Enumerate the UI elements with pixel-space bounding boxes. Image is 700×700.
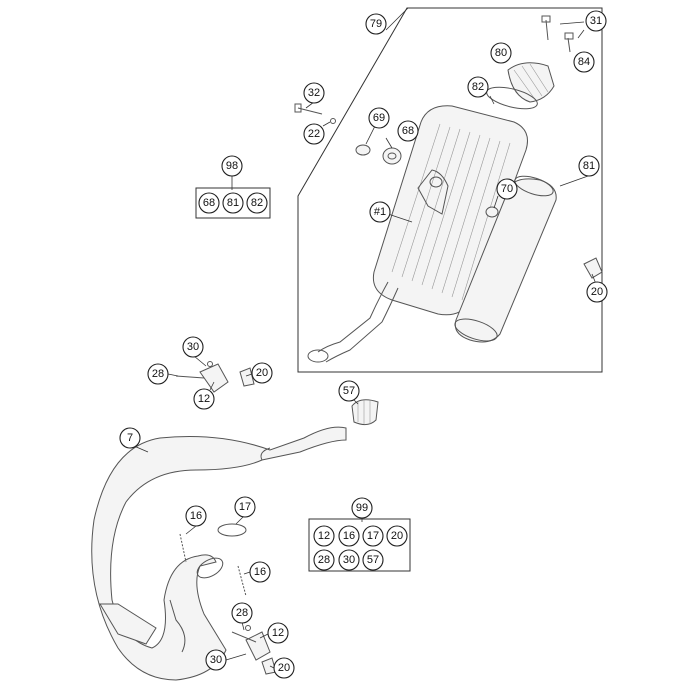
callout-68: 68: [397, 120, 419, 142]
svg-text:80: 80: [495, 47, 507, 59]
callout-98-item-82: 82: [246, 192, 268, 214]
svg-text:82: 82: [472, 81, 484, 93]
svg-text:12: 12: [198, 393, 210, 405]
svg-text:20: 20: [591, 286, 603, 298]
svg-text:28: 28: [318, 554, 330, 566]
svg-text:99: 99: [356, 502, 368, 514]
callout-99-item-30: 30: [338, 549, 360, 571]
callout-16-right: 16: [249, 561, 271, 583]
callout-12-lower: 12: [267, 622, 289, 644]
callout-22: 22: [303, 123, 325, 145]
callout-98-item-81: 81: [222, 192, 244, 214]
svg-text:#1: #1: [374, 206, 386, 218]
callout-30-upper: 30: [182, 336, 204, 358]
callout-99-item-28: 28: [313, 549, 335, 571]
svg-text:32: 32: [308, 87, 320, 99]
callout-17: 17: [234, 496, 256, 518]
spring-and-clamp-hardware: [179, 399, 379, 597]
svg-text:81: 81: [227, 197, 239, 209]
callout-32: 32: [303, 82, 325, 104]
callout-20-upper-right: 20: [586, 281, 608, 303]
callout-99: 99: [351, 497, 373, 519]
callout-99-item-57: 57: [362, 549, 384, 571]
svg-text:30: 30: [343, 554, 355, 566]
muffler-assembly-frame: [297, 7, 603, 373]
leader-lines: [133, 7, 597, 669]
svg-text:31: 31: [590, 15, 602, 27]
callout-84: 84: [573, 51, 595, 73]
callout-20-upper: 20: [251, 362, 273, 384]
kit-98-box: [195, 187, 271, 219]
callout-81: 81: [578, 155, 600, 177]
callout-80: 80: [490, 42, 512, 64]
svg-text:30: 30: [210, 654, 222, 666]
callout-69: 69: [368, 107, 390, 129]
callout-1: #1: [369, 201, 391, 223]
callout-98: 98: [221, 155, 243, 177]
svg-text:12: 12: [272, 627, 284, 639]
svg-text:79: 79: [370, 18, 382, 30]
svg-text:7: 7: [127, 432, 133, 444]
svg-text:22: 22: [308, 128, 320, 140]
svg-text:28: 28: [152, 368, 164, 380]
callout-28-upper: 28: [147, 363, 169, 385]
callout-99-item-20: 20: [386, 525, 408, 547]
svg-text:84: 84: [578, 56, 590, 68]
svg-text:68: 68: [402, 125, 414, 137]
callout-57: 57: [338, 380, 360, 402]
callout-99-item-17: 17: [362, 525, 384, 547]
svg-text:57: 57: [343, 385, 355, 397]
callout-98-item-68: 68: [198, 192, 220, 214]
silencer-body: [307, 105, 528, 363]
svg-text:81: 81: [583, 160, 595, 172]
kit-99-box: [308, 518, 411, 572]
svg-text:17: 17: [239, 501, 251, 513]
callout-30-lower: 30: [205, 649, 227, 671]
svg-text:16: 16: [190, 510, 202, 522]
svg-text:98: 98: [226, 160, 238, 172]
svg-text:12: 12: [318, 530, 330, 542]
bracket-upper: [175, 361, 255, 393]
callout-82: 82: [467, 76, 489, 98]
small-hardware-upper: [294, 103, 603, 279]
end-cap: [486, 15, 574, 110]
svg-text:57: 57: [367, 554, 379, 566]
svg-text:69: 69: [373, 112, 385, 124]
svg-text:70: 70: [501, 183, 513, 195]
svg-text:30: 30: [187, 341, 199, 353]
svg-text:68: 68: [203, 197, 215, 209]
svg-text:16: 16: [343, 530, 355, 542]
callout-28-lower: 28: [231, 602, 253, 624]
callout-31: 31: [585, 10, 607, 32]
svg-text:17: 17: [367, 530, 379, 542]
silencer-insert: [454, 175, 557, 343]
svg-text:16: 16: [254, 566, 266, 578]
svg-text:20: 20: [278, 662, 290, 674]
callout-7: 7: [119, 427, 141, 449]
callout-99-item-12: 12: [313, 525, 335, 547]
callout-16-left: 16: [185, 505, 207, 527]
header-pipe: [91, 426, 347, 681]
callout-99-item-16: 16: [338, 525, 360, 547]
svg-text:20: 20: [391, 530, 403, 542]
callout-70: 70: [496, 178, 518, 200]
bracket-lower: [231, 625, 277, 675]
svg-text:28: 28: [236, 607, 248, 619]
callout-79: 79: [365, 13, 387, 35]
callout-12-upper: 12: [193, 388, 215, 410]
svg-text:82: 82: [251, 197, 263, 209]
svg-text:20: 20: [256, 367, 268, 379]
callout-20-lower: 20: [273, 657, 295, 679]
